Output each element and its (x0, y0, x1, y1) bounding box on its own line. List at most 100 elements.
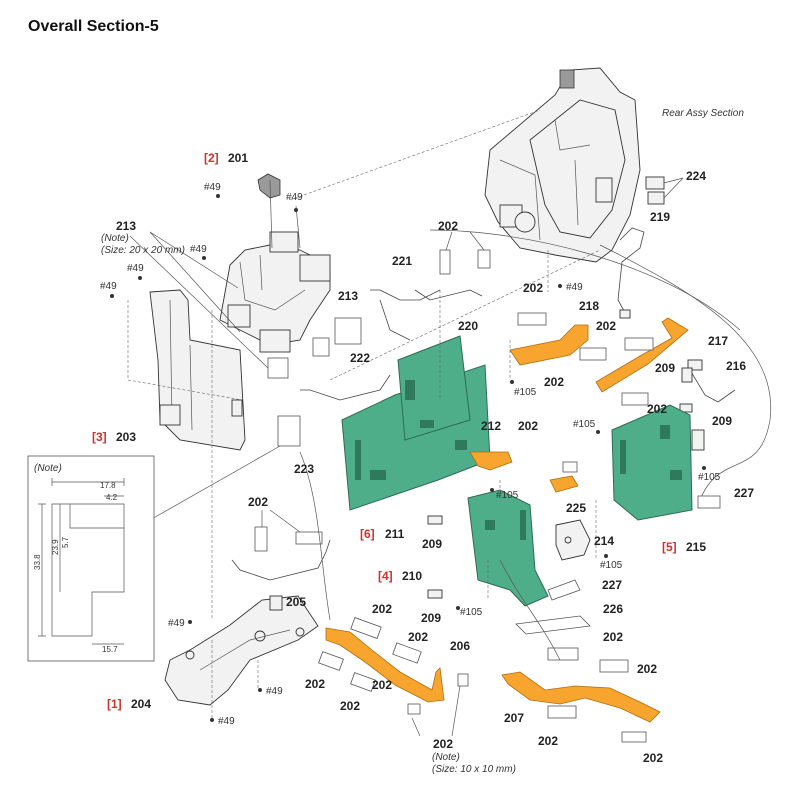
screw-label-105: #105 (460, 607, 483, 618)
note-box-title: (Note) (34, 463, 62, 474)
label-216: 216 (726, 359, 746, 373)
ref-label-3: [3] (92, 430, 107, 444)
label-207: 207 (504, 711, 524, 725)
part-201-bracket (257, 173, 281, 199)
dim-height-mid: 23.9 (51, 539, 60, 555)
label-202: 202 (523, 281, 543, 295)
screw-label-49: #49 (204, 182, 221, 193)
screw-label-49: #49 (127, 263, 144, 274)
dim-width-top: 17.8 (100, 481, 116, 490)
label-219: 219 (650, 210, 670, 224)
part-210-board (467, 489, 549, 607)
label-202: 202 (596, 319, 616, 333)
dim-width-inner: 4.2 (106, 493, 118, 502)
part-212-flex (469, 451, 513, 471)
label-205: 205 (286, 595, 306, 609)
label-206: 206 (450, 639, 470, 653)
part-213-frame (219, 231, 331, 353)
label-202: 202 (603, 630, 623, 644)
label-202: 202 (433, 737, 453, 751)
part-221-cable (379, 299, 411, 341)
ref-label-4: [4] (378, 569, 393, 583)
label-202: 202 (372, 678, 392, 692)
ref-label-2: [2] (204, 151, 219, 165)
label-202: 202 (647, 402, 667, 416)
part-221-cable (370, 289, 441, 301)
part-222-cable (300, 374, 391, 401)
part-213-sheet (334, 317, 362, 345)
label-213: 213 (338, 289, 358, 303)
label-202: 202 (305, 677, 325, 691)
screw-label-105: #105 (698, 472, 721, 483)
part-216-cable (689, 369, 736, 403)
note-213-size: (Size: 20 x 20 mm) (101, 245, 185, 256)
label-218: 218 (579, 299, 599, 313)
label-202: 202 (643, 751, 663, 765)
dim-height-small: 5.7 (61, 536, 70, 548)
label-201: 201 (228, 151, 248, 165)
label-217: 217 (708, 334, 728, 348)
label-202: 202 (248, 495, 268, 509)
label-209: 209 (712, 414, 732, 428)
dim-height-outer: 33.8 (33, 554, 42, 570)
part-213-sheet (312, 337, 330, 357)
part-223-sheet (277, 415, 301, 447)
page-title: Overall Section-5 (28, 18, 159, 35)
label-223: 223 (294, 462, 314, 476)
part-218-flex (509, 324, 589, 366)
screw-label-105: #105 (573, 419, 596, 430)
label-225: 225 (566, 501, 586, 515)
part-206-flex (325, 627, 445, 703)
label-210: 210 (402, 569, 422, 583)
label-202: 202 (544, 375, 564, 389)
ref-label-5: [5] (662, 540, 677, 554)
label-202: 202 (372, 602, 392, 616)
screw-label-49: #49 (100, 281, 117, 292)
label-215: 215 (686, 540, 706, 554)
part-211-board (341, 335, 491, 511)
part-224 (645, 176, 684, 205)
screw-label-105: #105 (496, 490, 519, 501)
screw-marks (110, 194, 706, 722)
screw-label-49: #49 (286, 192, 303, 203)
label-227: 227 (602, 578, 622, 592)
part-209-bracket (427, 515, 443, 525)
label-213: 213 (116, 219, 136, 233)
screw-label-49: #49 (168, 618, 185, 629)
label-224: 224 (686, 169, 706, 183)
part-209-bracket (691, 429, 705, 451)
screw-label-105: #105 (600, 560, 623, 571)
label-211: 211 (385, 527, 405, 541)
part-225-flex (549, 475, 579, 493)
label-202: 202 (518, 419, 538, 433)
part-205-cable (231, 539, 331, 581)
note-box (27, 455, 155, 662)
part-227-sheet (547, 579, 581, 601)
label-214: 214 (594, 534, 614, 548)
part-227-sheet (697, 495, 721, 509)
part-214-bracket (555, 519, 591, 561)
part-220-cable (414, 289, 483, 301)
label-222: 222 (350, 351, 370, 365)
label-227: 227 (734, 486, 754, 500)
label-204: 204 (131, 697, 151, 711)
label-202: 202 (408, 630, 428, 644)
part-215-board (611, 404, 693, 521)
label-226: 226 (603, 602, 623, 616)
label-203: 203 (116, 430, 136, 444)
screw-label-49: #49 (566, 282, 583, 293)
label-209: 209 (421, 611, 441, 625)
part-226-sheet (515, 615, 591, 635)
screw-label-49: #49 (266, 686, 283, 697)
label-202: 202 (438, 219, 458, 233)
ref-label-6: [6] (360, 527, 375, 541)
label-202: 202 (340, 699, 360, 713)
dim-width-bottom: 15.7 (102, 645, 118, 654)
note-202-title: (Note) (432, 752, 460, 763)
screw-label-49: #49 (190, 244, 207, 255)
label-221: 221 (392, 254, 412, 268)
label-212: 212 (481, 419, 501, 433)
part-207-flex (501, 671, 661, 723)
part-204-bracket (164, 595, 319, 706)
